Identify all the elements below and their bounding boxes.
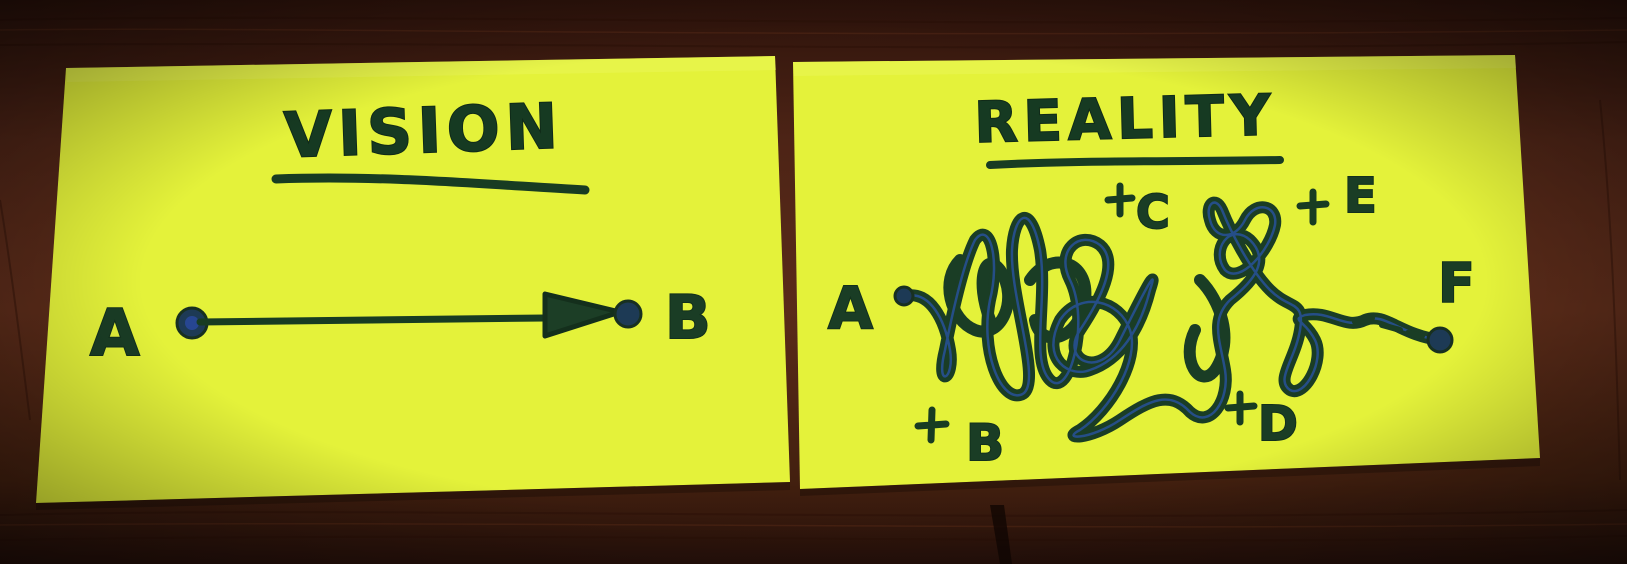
reality-waypoint-c: C: [1136, 185, 1170, 239]
reality-label-end: F: [1438, 252, 1475, 315]
reality-waypoint-d: D: [1258, 396, 1298, 452]
reality-end-dot: [1426, 326, 1454, 354]
reality-start-dot: [893, 285, 915, 307]
reality-title-underline: [986, 156, 1284, 169]
reality-label-start: A: [828, 274, 873, 342]
reality-waypoint-e: E: [1344, 168, 1377, 224]
reality-waypoint-b: B: [966, 414, 1004, 472]
reality-title: REALITY: [974, 83, 1278, 156]
